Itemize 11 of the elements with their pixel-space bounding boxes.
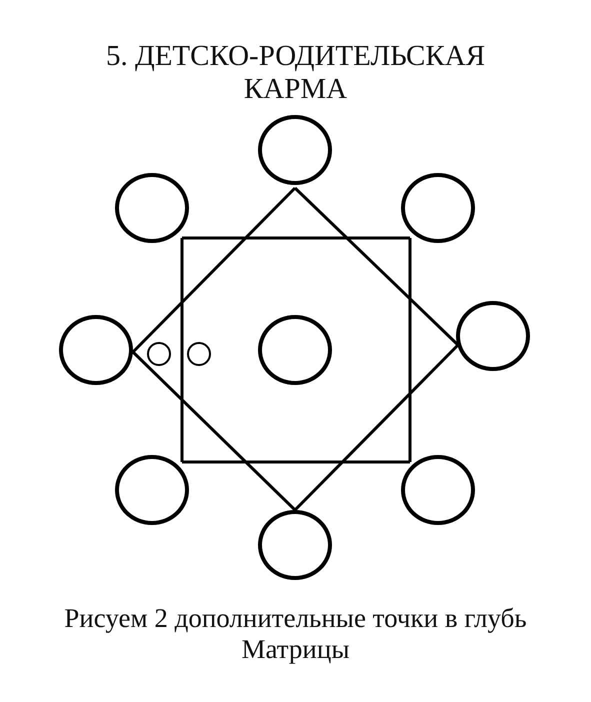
- connector-line: [132, 350, 296, 512]
- connector-line: [182, 236, 410, 240]
- connector-line: [132, 186, 296, 354]
- connector-line: [408, 238, 412, 462]
- caption: Рисуем 2 дополнительные точки в глубь Матрицы: [63, 603, 528, 665]
- connector-line: [294, 344, 460, 512]
- empty-circle: [187, 342, 211, 366]
- title: 5. ДЕТСКО-РОДИТЕЛЬСКАЯ КАРМА: [104, 40, 486, 106]
- connector-line: [182, 460, 410, 464]
- empty-circle: [147, 342, 171, 366]
- connector-line: [180, 238, 184, 462]
